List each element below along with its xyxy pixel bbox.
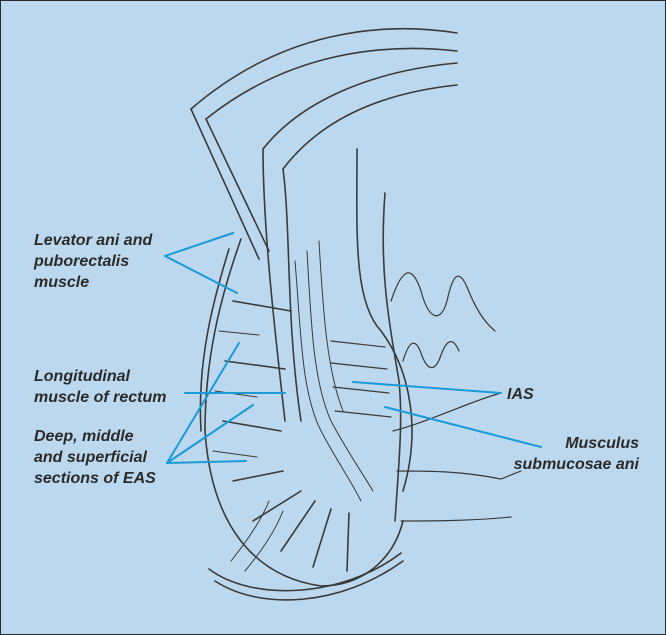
label-levator-line-3: muscle — [34, 272, 152, 293]
label-ias: IAS — [507, 384, 534, 405]
label-levator-line-1: Levator ani and — [34, 230, 152, 251]
label-eas-line-3: sections of EAS — [34, 468, 156, 489]
label-submucosae-line-2: submucosae ani — [514, 454, 639, 475]
outer-band-inner-edge — [206, 48, 457, 119]
skin-bottom-2 — [209, 553, 401, 591]
label-longitudinal-line-2: muscle of rectum — [34, 387, 166, 408]
label-ias-line-1: IAS — [507, 384, 534, 405]
label-eas-line-1: Deep, middle — [34, 426, 156, 447]
label-musculus-submucosae: Musculus submucosae ani — [514, 433, 639, 475]
rectal-lumen-left — [283, 169, 301, 421]
ias-line — [383, 193, 400, 521]
leader-eas-3 — [167, 461, 246, 463]
rectal-wall-inner — [283, 85, 457, 169]
label-longitudinal-line-1: Longitudinal — [34, 366, 166, 387]
leader-levator-1 — [165, 233, 233, 256]
label-levator-line-2: puborectalis — [34, 251, 152, 272]
label-submucosae-line-1: Musculus — [514, 433, 639, 454]
label-eas-line-2: and superficial — [34, 447, 156, 468]
rectal-wall-left — [263, 149, 285, 421]
label-eas-sections: Deep, middle and superficial sections of… — [34, 426, 156, 489]
label-levator-ani: Levator ani and puborectalis muscle — [34, 230, 152, 293]
leader-lines — [165, 233, 541, 463]
rectal-wall-outer — [263, 63, 457, 149]
leader-levator-2 — [165, 256, 237, 293]
levator-inner-edge — [206, 119, 269, 251]
label-longitudinal-muscle: Longitudinal muscle of rectum — [34, 366, 166, 408]
